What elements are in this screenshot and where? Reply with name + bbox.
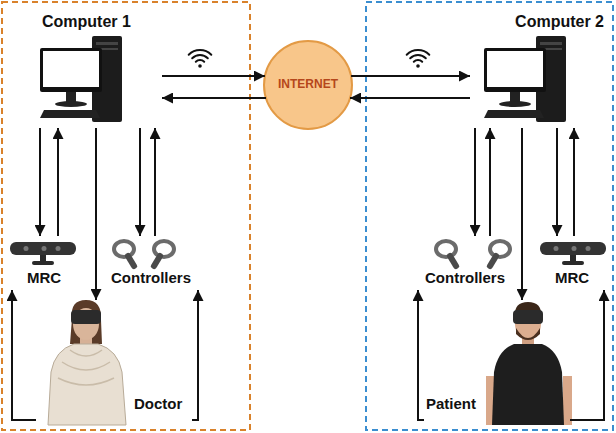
arrow-connector	[192, 290, 198, 420]
person-figure	[48, 300, 126, 425]
network-circle: INTERNET	[264, 41, 352, 129]
computer-icon	[40, 36, 122, 122]
arrow-connector	[95, 128, 97, 300]
controller-icon	[436, 241, 510, 266]
person-figure	[486, 302, 572, 425]
arrow-connector	[489, 128, 491, 236]
site-frame	[366, 2, 613, 430]
sensor-node: MRC	[534, 236, 610, 290]
controller-icon	[114, 241, 174, 266]
node-label: Controllers	[96, 269, 206, 287]
arrow-connector	[573, 128, 575, 236]
node-label: Computer 2	[464, 12, 604, 31]
wifi-symbol	[189, 50, 212, 68]
wifi-symbol	[407, 50, 430, 68]
person-node: Doctor	[36, 300, 192, 426]
camera-icon	[10, 242, 76, 265]
arrow-connector	[154, 128, 156, 236]
arrow-connector	[474, 128, 476, 236]
arrow-connector	[350, 97, 470, 99]
controller-node: Controllers	[413, 236, 517, 290]
person-node: Patient	[424, 300, 570, 426]
node-label: Doctor	[134, 395, 182, 413]
arrow-connector	[12, 290, 36, 420]
arrow-connector	[162, 75, 265, 77]
arrow-connector	[521, 128, 523, 300]
arrow-connector	[162, 97, 266, 99]
node-label: INTERNET	[264, 77, 352, 91]
arrow-connector	[139, 128, 141, 236]
node-label: Patient	[426, 395, 476, 413]
sensor-node: MRC	[6, 236, 82, 290]
node-label: MRC	[6, 269, 82, 287]
arrow-connector	[39, 128, 41, 236]
arrow-connector	[351, 75, 470, 77]
arrow-connector	[570, 290, 604, 420]
computer-node: Computer 2	[470, 10, 610, 128]
node-label: Controllers	[413, 269, 517, 287]
node-label: MRC	[534, 269, 610, 287]
node-label: Computer 1	[42, 12, 131, 31]
internet-circle	[264, 41, 352, 129]
computer-icon	[484, 36, 566, 122]
arrow-connector	[556, 128, 558, 236]
arrow-connector	[418, 290, 424, 420]
computer-node: Computer 1	[30, 10, 162, 128]
arrow-connector	[57, 128, 59, 236]
controller-node: Controllers	[96, 236, 206, 290]
site-frame	[2, 2, 250, 430]
camera-icon	[540, 242, 606, 265]
